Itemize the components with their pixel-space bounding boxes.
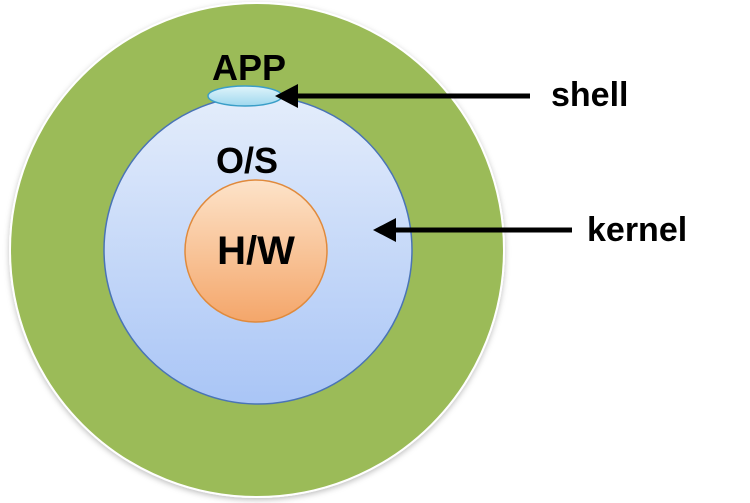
kernel-label: kernel [587,211,687,249]
hw-layer-circle [184,179,328,323]
kernel-arrow [373,218,572,242]
os-label: O/S [216,140,278,181]
shell-arrow [275,84,530,108]
app-label: APP [212,47,286,88]
shell-ellipse [207,85,283,107]
hw-label: H/W [217,229,295,273]
shell-label: shell [551,76,628,114]
